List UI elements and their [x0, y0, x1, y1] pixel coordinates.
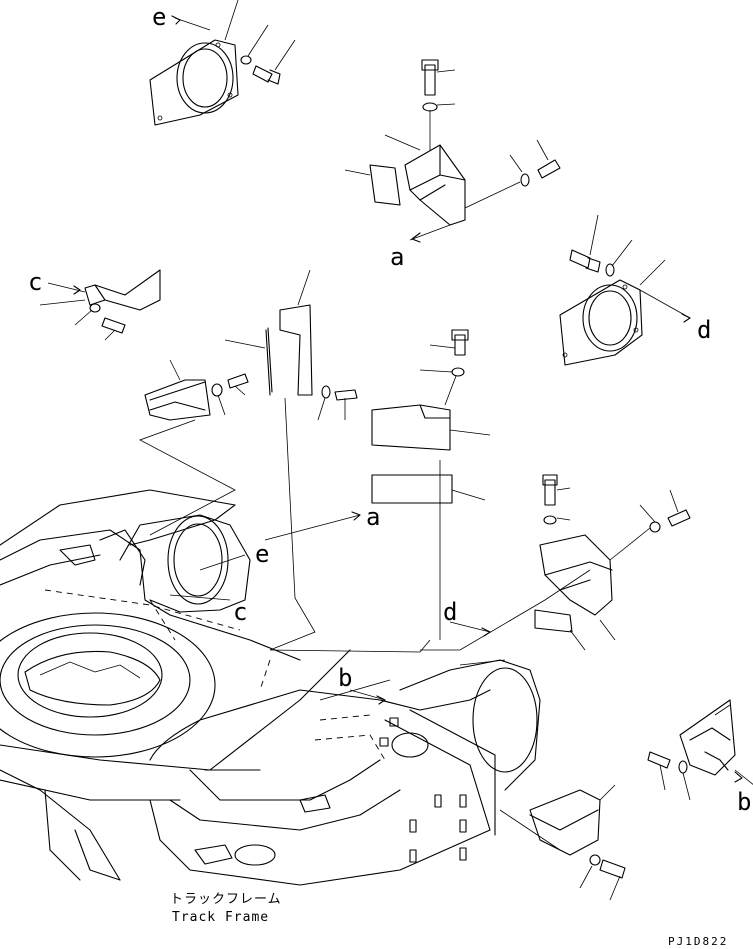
- label-c-mid: c: [233, 598, 247, 626]
- caption-japanese: トラックフレーム: [170, 892, 282, 907]
- bracket-a: [344, 59, 561, 243]
- round-cover-d: [559, 214, 691, 366]
- label-b-right: b: [737, 788, 751, 816]
- label-a-top: a: [390, 243, 404, 271]
- label-e-top: e: [152, 3, 166, 31]
- plate-a: [264, 329, 491, 640]
- center-plates: [224, 269, 431, 653]
- bracket-c: [39, 269, 161, 341]
- right-bracket: [420, 474, 691, 666]
- bottom-bracket: [499, 784, 626, 901]
- drawing-code: PJ1D822: [668, 935, 728, 948]
- label-c-left: c: [28, 268, 42, 296]
- label-b-mid: b: [338, 664, 352, 692]
- mid-left-bracket: [139, 359, 249, 536]
- connection-lines: [169, 554, 391, 705]
- label-e-mid: e: [255, 540, 269, 568]
- label-d-mid: d: [443, 598, 457, 626]
- label-a-mid: a: [366, 503, 380, 531]
- label-d-right: d: [697, 316, 711, 344]
- caption-english: Track Frame: [172, 910, 269, 925]
- bracket-b: [647, 699, 753, 801]
- track-frame: [0, 489, 541, 886]
- round-cover-e: [149, 0, 296, 126]
